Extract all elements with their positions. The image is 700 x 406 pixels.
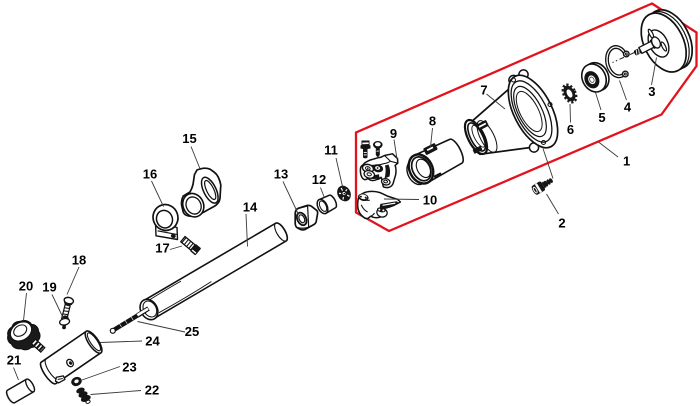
svg-text:13: 13 <box>274 167 288 182</box>
svg-text:12: 12 <box>312 172 326 187</box>
svg-text:9: 9 <box>390 126 397 141</box>
svg-text:23: 23 <box>122 360 136 375</box>
svg-text:10: 10 <box>423 193 437 208</box>
svg-text:4: 4 <box>624 100 632 115</box>
svg-text:16: 16 <box>143 167 157 182</box>
svg-text:24: 24 <box>145 334 160 349</box>
svg-text:20: 20 <box>19 279 33 294</box>
svg-text:7: 7 <box>480 83 487 98</box>
svg-text:5: 5 <box>598 110 605 125</box>
svg-text:3: 3 <box>648 84 655 99</box>
svg-text:25: 25 <box>185 324 199 339</box>
svg-text:22: 22 <box>145 383 159 398</box>
svg-text:11: 11 <box>324 143 338 158</box>
svg-text:6: 6 <box>567 122 574 137</box>
svg-text:18: 18 <box>72 253 86 268</box>
svg-text:8: 8 <box>429 114 436 129</box>
svg-text:17: 17 <box>155 241 169 256</box>
svg-text:1: 1 <box>623 153 630 168</box>
svg-text:15: 15 <box>182 131 196 146</box>
svg-text:21: 21 <box>7 353 21 368</box>
svg-text:14: 14 <box>243 200 258 215</box>
svg-text:19: 19 <box>42 280 56 295</box>
svg-text:2: 2 <box>558 216 565 231</box>
